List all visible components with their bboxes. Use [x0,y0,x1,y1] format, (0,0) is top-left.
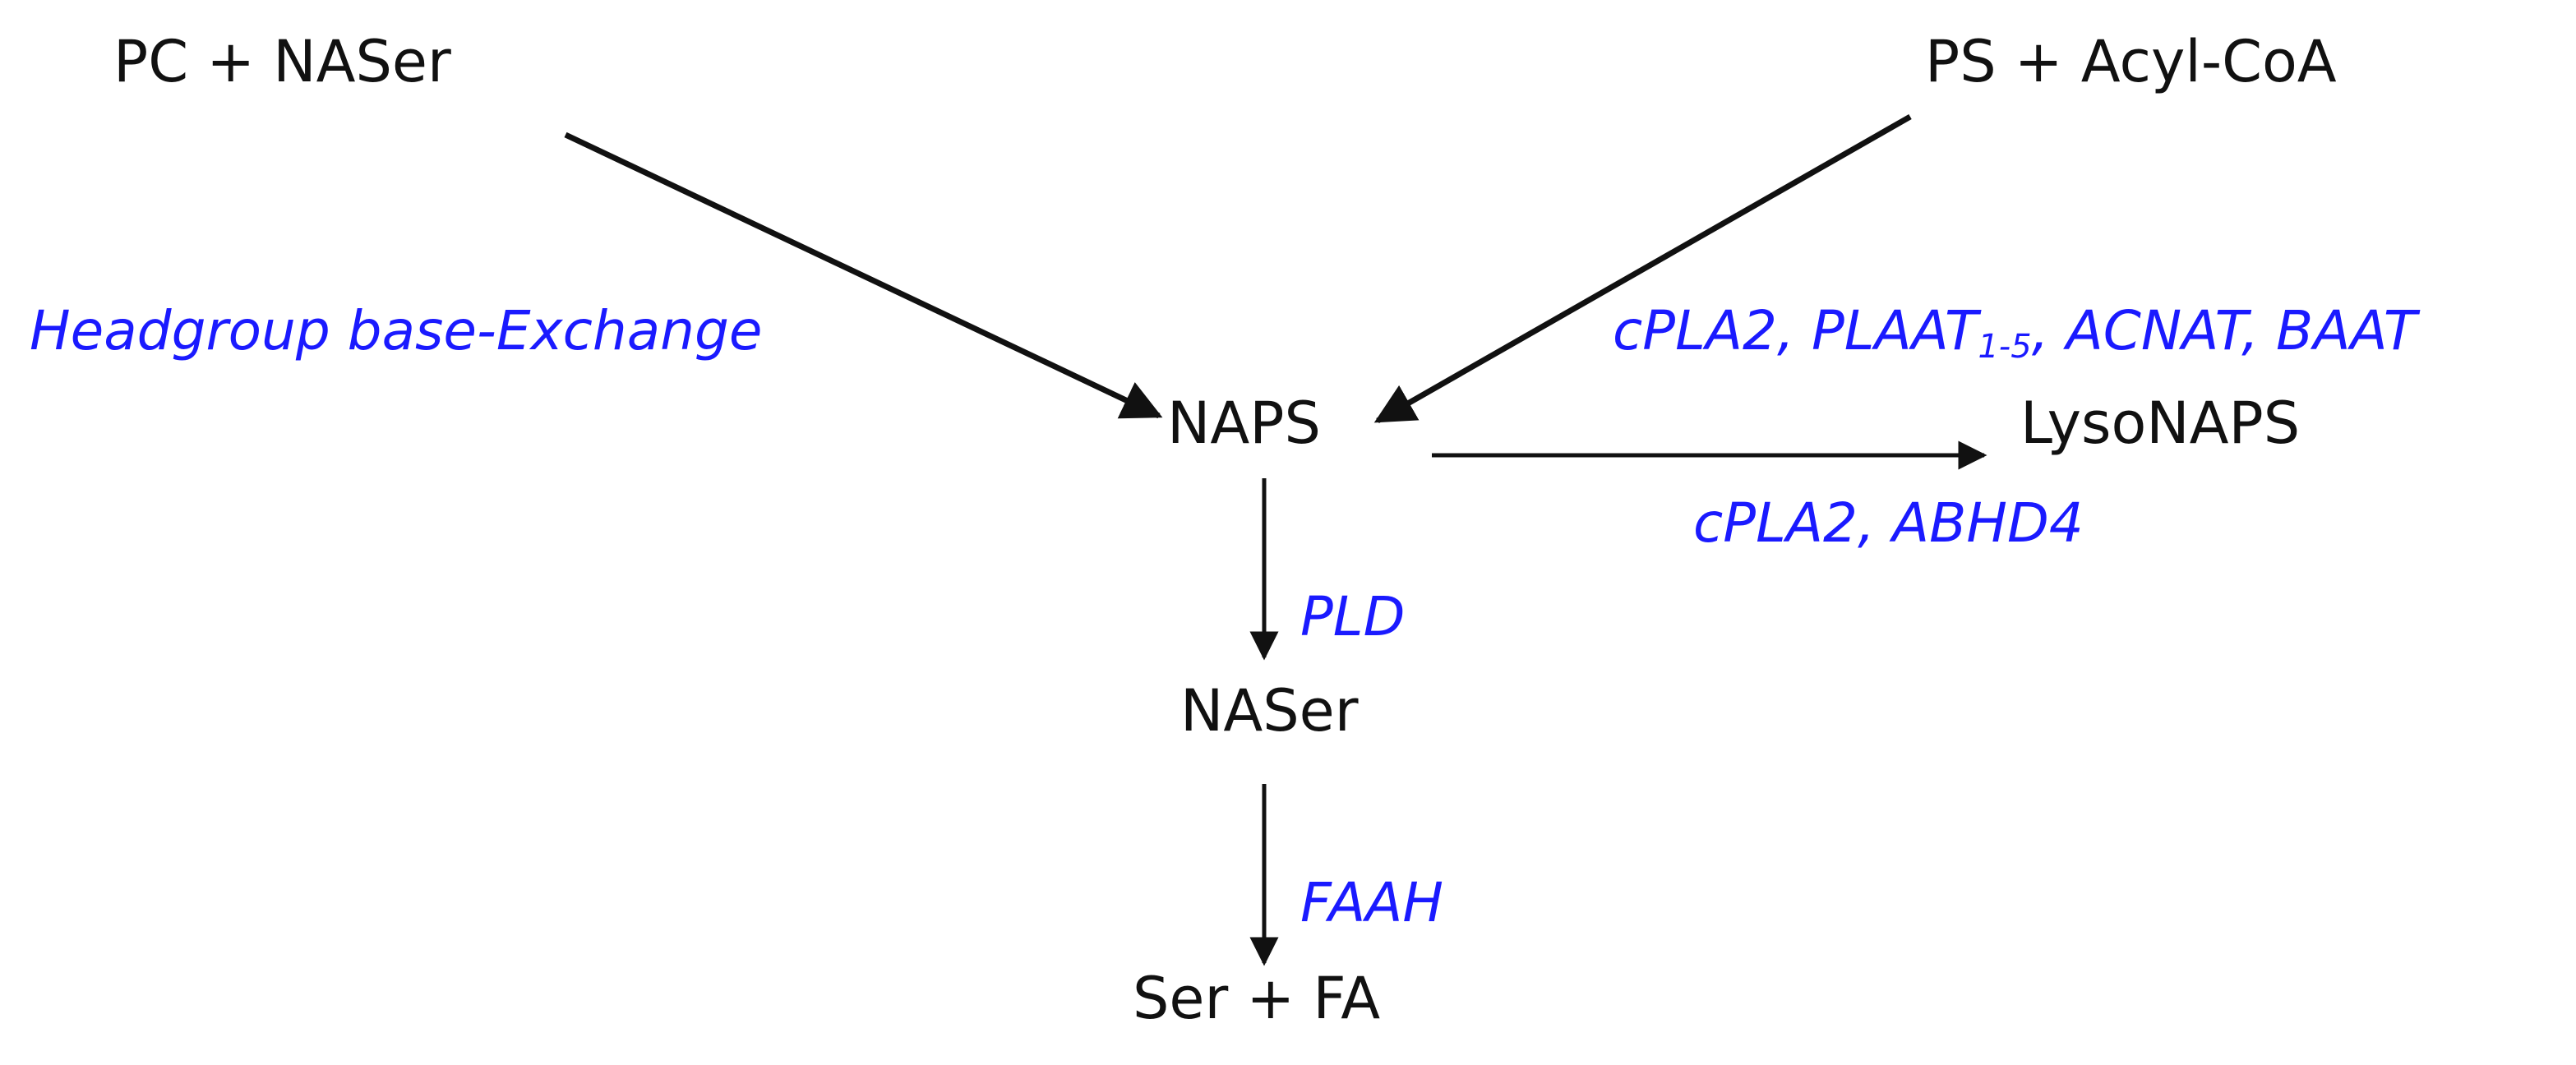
node-naps: NAPS [1167,390,1321,457]
enzyme-cpla2-part2: , ACNAT, BAAT [2031,299,2417,362]
enzyme-plaat-subscript: 1-5 [1978,328,2032,366]
enzyme-headgroup-exchange: Headgroup base-Exchange [30,299,763,362]
node-ps-acylcoa: PS + Acyl-CoA [1925,28,2337,95]
node-ser-fa: Ser + FA [1133,965,1381,1032]
arrow-ps-to-naps [1373,113,1912,424]
enzyme-cpla2-plaat-group: cPLA2, PLAAT1-5, ACNAT, BAAT [1613,304,2417,366]
enzyme-pld: PLD [1300,585,1406,648]
node-lysonaps: LysoNAPS [2020,390,2301,457]
enzyme-faah: FAAH [1300,871,1444,934]
enzyme-cpla2-abhd4: cPLA2, ABHD4 [1693,491,2084,555]
enzyme-cpla2-part1: cPLA2, PLAAT [1613,299,1978,362]
node-naser: NASer [1180,677,1359,745]
node-pc-naser: PC + NASer [113,28,451,95]
arrow-pc-to-naps [564,131,1163,419]
